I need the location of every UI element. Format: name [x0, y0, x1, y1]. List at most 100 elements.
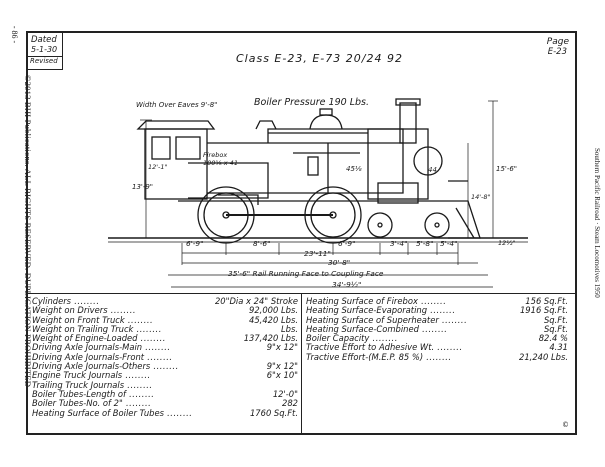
- specs-right-list: Heating Surface of Firebox ........ 156 S…: [306, 297, 568, 362]
- spec-label: Driving Axle Journals-Others: [32, 361, 151, 372]
- spec-leader-dots: ........: [427, 305, 456, 316]
- height-total: 15'-6": [496, 165, 518, 173]
- firebox-size: 100⅝ x 41: [203, 159, 238, 167]
- spec-row: Driving Axle Journals-Front ........: [32, 351, 298, 362]
- spec-label: Boiler Tubes-Length of: [32, 388, 126, 399]
- spec-label: Tractive Effort to Adhesive Wt.: [306, 342, 435, 353]
- dim-8: 30'-8": [328, 258, 351, 267]
- dim-4516: 44: [428, 166, 437, 174]
- height-right: 14'-8": [471, 193, 491, 201]
- spec-label: Weight of Engine-Loaded: [32, 333, 138, 344]
- locomotive-elevation-drawing: [108, 98, 528, 288]
- spec-leader-dots: ........: [124, 314, 154, 325]
- spec-row: Heating Surface of Boiler Tubes ........…: [32, 407, 298, 418]
- dim-7: 23'-11": [304, 249, 331, 258]
- spec-row: Weight on Drivers ........ 92,000 Lbs.: [32, 306, 298, 315]
- spec-label: Heating Surface of Firebox: [306, 296, 418, 306]
- dim-3: 6'-9": [338, 239, 356, 248]
- spec-leader-dots: ........: [163, 407, 193, 418]
- spec-row: Heating Surface of Superheater ........ S…: [306, 314, 568, 325]
- spec-row: Heating Surface-Combined ........ Sq.Ft.: [306, 323, 568, 334]
- boiler-pressure: Boiler Pressure 190 Lbs.: [254, 97, 369, 108]
- spec-label: Heating Surface of Boiler Tubes: [32, 407, 164, 418]
- spec-value: 137,420 Lbs.: [243, 333, 298, 344]
- spec-label: Heating Surface-Evaporating: [306, 305, 428, 316]
- spec-value: Sq.Ft.: [543, 323, 568, 334]
- spec-leader-dots: ........: [434, 342, 463, 353]
- spec-value: 92,000 Lbs.: [249, 305, 298, 316]
- spec-row: Heating Surface-Evaporating ........ 1916…: [306, 306, 568, 315]
- spec-label: Weight on Front Truck: [32, 314, 125, 325]
- spec-row: Engine Truck Journals ........ 6"x 10": [32, 371, 298, 380]
- spec-value: 6"x 10": [266, 370, 298, 381]
- spec-value: 9"x 12": [266, 361, 298, 372]
- dim-6: 5'-4": [440, 239, 458, 248]
- spec-label: Engine Truck Journals: [32, 370, 123, 381]
- spec-label: Heating Surface of Superheater: [306, 314, 439, 325]
- spec-value: 45,420 Lbs.: [249, 314, 298, 325]
- dim-9: 34'-9½": [332, 280, 362, 289]
- dim-4: 3'-4": [390, 239, 408, 248]
- spec-value: 12'-0": [272, 388, 298, 399]
- spec-value: 4.31: [549, 342, 568, 353]
- spec-row: Heating Surface of Firebox ........ 156 S…: [306, 297, 568, 306]
- dim-44: 45⅛: [346, 165, 362, 173]
- page-number: - 86 -: [10, 25, 20, 44]
- spec-value: 82.4 %: [538, 333, 568, 344]
- spec-leader-dots: ........: [438, 314, 468, 325]
- spec-leader-dots: ........: [107, 305, 137, 316]
- spec-label: Weight on Drivers: [32, 305, 108, 316]
- spec-value: 20"Dia x 24" Stroke: [214, 296, 298, 306]
- revised-label: Revised: [30, 57, 58, 65]
- height-left: 13'-9": [132, 183, 154, 191]
- spec-row: Trailing Truck Journals ........: [32, 379, 298, 390]
- spec-label: Heating Surface-Combined: [306, 323, 419, 334]
- spec-label: Trailing Truck Journals: [32, 379, 125, 390]
- spec-leader-dots: ........: [423, 351, 452, 362]
- spec-label: Tractive Effort-(M.E.P. 85 %): [306, 351, 424, 362]
- spec-leader-dots: ........: [133, 323, 162, 334]
- spec-row: Boiler Tubes-No. of 2" ........282: [32, 399, 298, 408]
- height-cab: 12'-1": [148, 163, 168, 171]
- spec-leader-dots: ........: [150, 361, 179, 372]
- spec-label: Boiler Tubes-No. of 2": [32, 398, 123, 409]
- spec-value: 156 Sq.Ft.: [525, 296, 568, 306]
- spec-label: Driving Axle Journals-Main: [32, 342, 143, 353]
- spec-value: 1760 Sq.Ft.: [249, 407, 298, 418]
- spec-leader-dots: ........: [417, 296, 447, 306]
- dim-5: 5'-8": [416, 239, 434, 248]
- diagram-sheet: Dated 5-1-30 Revised Page E-23 Class E-2…: [26, 31, 577, 435]
- spec-row: Cylinders ........ 20"Dia x 24" Stroke: [32, 297, 298, 306]
- spec-leader-dots: ........: [144, 351, 173, 362]
- spec-leader-dots: ........: [142, 342, 171, 353]
- spec-label: Driving Axle Journals-Front: [32, 351, 145, 362]
- spec-value: Lbs.: [280, 323, 298, 334]
- spec-label: Weight on Trailing Truck: [32, 323, 134, 334]
- spec-row: Driving Axle Journals-Others ........ 9"x…: [32, 362, 298, 371]
- page-label: Page: [546, 37, 569, 47]
- spec-value: 282: [282, 398, 298, 409]
- spec-value: 21,240 Lbs.: [519, 351, 568, 362]
- spec-row: Weight on Trailing Truck ........ Lbs.: [32, 323, 298, 334]
- spec-leader-dots: ........: [137, 333, 166, 344]
- spec-leader-dots: ........: [124, 379, 153, 390]
- spec-label: Cylinders: [32, 296, 72, 306]
- dim-1: 6'-9": [186, 239, 204, 248]
- width-over-eaves: Width Over Eaves 9'-8": [136, 101, 218, 109]
- firebox-label: Firebox: [203, 151, 228, 159]
- page-value: E-23: [547, 47, 567, 57]
- dated-value: 5-1-30: [31, 45, 58, 54]
- spec-leader-dots: ........: [122, 370, 151, 381]
- spec-value: Sq.Ft.: [543, 314, 568, 325]
- date-box: Dated 5-1-30 Revised: [28, 33, 63, 70]
- spec-row: Boiler Capacity ........82.4 %: [306, 334, 568, 343]
- spec-leader-dots: ........: [418, 323, 448, 334]
- spec-leader-dots: ........: [71, 296, 100, 306]
- dated-label: Dated: [31, 35, 57, 45]
- spec-row: Driving Axle Journals-Main ........9"x 1…: [32, 343, 298, 352]
- class-title: Class E-23, E-73 20/24 92: [236, 52, 403, 65]
- rail-right: 12½": [498, 239, 516, 247]
- dim-over-coupling: 35'-6" Rail Running Face to Coupling Fac…: [228, 269, 384, 278]
- dim-2: 8'-6": [253, 239, 271, 248]
- spec-value: 1916 Sq.Ft.: [519, 305, 568, 316]
